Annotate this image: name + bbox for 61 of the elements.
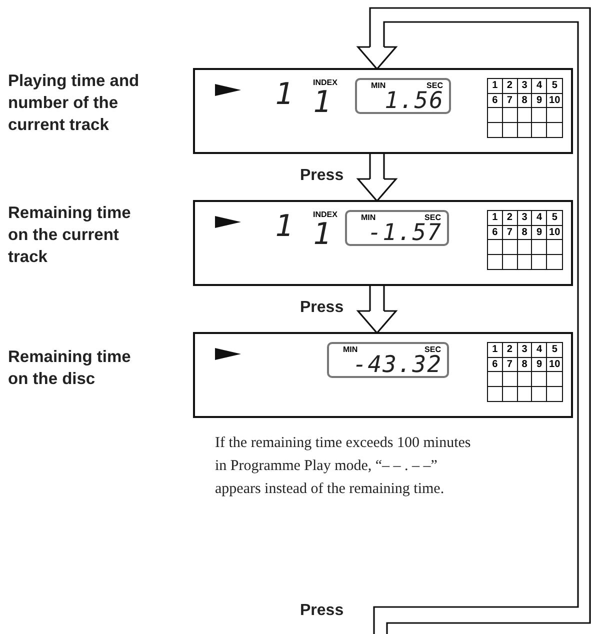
grid-number: 10 (547, 226, 562, 240)
track-number: 1 (275, 80, 294, 110)
lcd-display (193, 68, 573, 154)
sec-label: SEC (424, 345, 441, 354)
grid-number: 7 (502, 226, 518, 240)
grid-number: 9 (532, 358, 548, 372)
grid-number: 7 (502, 94, 518, 108)
grid-number: 2 (502, 211, 518, 226)
display-caption: Playing time and number of the current track (8, 71, 140, 136)
index-label: INDEX (313, 210, 338, 219)
grid-number: 1 (488, 211, 503, 226)
grid-number: 6 (488, 94, 503, 108)
sec-label: SEC (426, 81, 443, 90)
hollow-arrow (357, 152, 397, 202)
time-readout: -43.32 (352, 354, 442, 377)
lcd-display (193, 200, 573, 286)
grid-number: 5 (547, 79, 562, 94)
grid-number: 2 (502, 343, 518, 358)
grid-number: 10 (547, 358, 562, 372)
grid-number: 10 (547, 94, 562, 108)
grid-number: 8 (518, 358, 532, 372)
time-readout: -1.57 (368, 222, 442, 245)
sec-label: SEC (424, 213, 441, 222)
track-grid (487, 78, 563, 138)
time-window (355, 78, 451, 114)
grid-number: 3 (518, 211, 532, 226)
grid-number: 4 (532, 343, 548, 358)
hollow-arrow (357, 7, 591, 634)
display-caption: Remaining time on the current track (8, 203, 132, 268)
display-caption: Remaining time on the disc (8, 347, 132, 390)
grid-number: 6 (488, 226, 503, 240)
hollow-arrow (357, 284, 397, 334)
grid-number: 7 (502, 358, 518, 372)
note-text: If the remaining time exceeds 100 minutes in Programme Play mode, “– – . – –” appears instead of the remaining time. (215, 434, 472, 499)
grid-number: 4 (532, 79, 548, 94)
index-number: 1 (313, 220, 332, 250)
min-label: MIN (361, 213, 376, 222)
grid-number: 3 (518, 343, 532, 358)
time-window (327, 342, 449, 378)
min-label: MIN (371, 81, 386, 90)
grid-number: 6 (488, 358, 503, 372)
time-readout: 1.56 (384, 90, 444, 113)
grid-number: 5 (547, 343, 562, 358)
min-label: MIN (343, 345, 358, 354)
grid-number: 9 (532, 94, 548, 108)
index-label: INDEX (313, 78, 338, 87)
grid-number: 4 (532, 211, 548, 226)
lcd-display (193, 332, 573, 418)
time-window (345, 210, 449, 246)
grid-number: 8 (518, 94, 532, 108)
grid-number: 1 (488, 343, 503, 358)
track-number: 1 (275, 212, 294, 242)
grid-number: 9 (532, 226, 548, 240)
grid-number: 8 (518, 226, 532, 240)
track-grid (487, 210, 563, 270)
index-number: 1 (313, 88, 332, 118)
grid-number: 5 (547, 211, 562, 226)
track-grid (487, 342, 563, 402)
grid-number: 1 (488, 79, 503, 94)
grid-number: 2 (502, 79, 518, 94)
grid-number: 3 (518, 79, 532, 94)
